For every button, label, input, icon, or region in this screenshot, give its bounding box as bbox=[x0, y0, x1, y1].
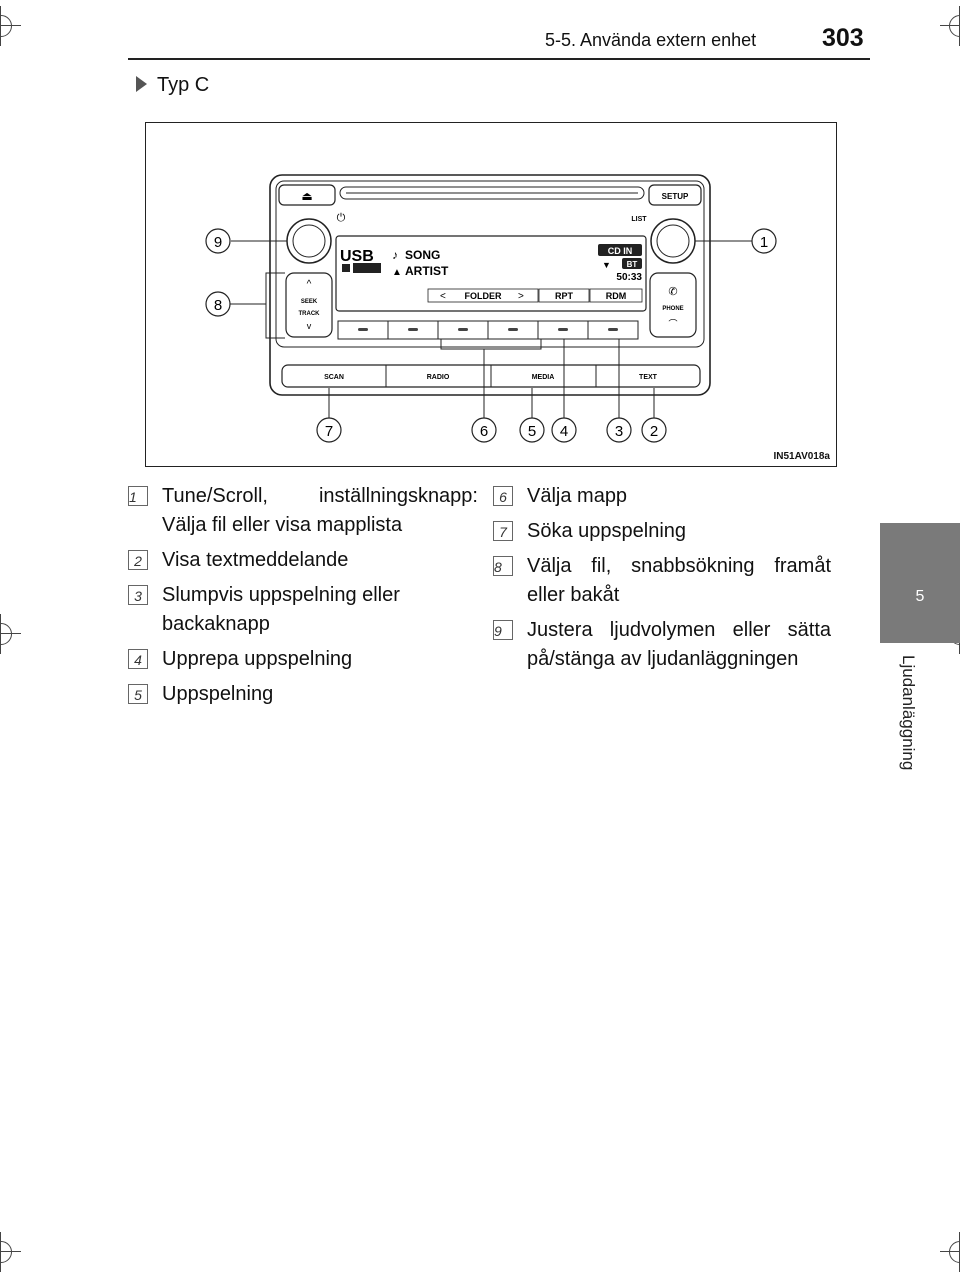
item-text: Slumpvis uppspelning eller backaknapp bbox=[162, 584, 400, 635]
type-heading: Typ C bbox=[136, 74, 209, 97]
legend-right: 6 Välja mapp 7 Söka uppspelning 8 Välja fil… bbox=[493, 482, 831, 680]
callout-8: 8 bbox=[214, 297, 222, 314]
item-number: 4 bbox=[128, 649, 148, 669]
seek-down-icon: v bbox=[307, 321, 312, 331]
item-number: 6 bbox=[493, 486, 513, 506]
list-item: 9 Justera ljudvolymen eller sätta på/stän… bbox=[493, 616, 831, 674]
callout-6: 6 bbox=[480, 423, 488, 440]
list-item: 6 Välja mapp bbox=[493, 482, 831, 511]
list-item: 2 Visa textmeddelande bbox=[128, 546, 478, 575]
callout-3: 3 bbox=[615, 423, 623, 440]
item-text: Uppspelning bbox=[162, 683, 274, 705]
display-artist: ARTIST bbox=[405, 264, 449, 278]
item-text: Upprepa uppspelning bbox=[162, 648, 353, 670]
crop-mark bbox=[0, 614, 21, 654]
callout-4: 4 bbox=[560, 423, 568, 440]
callout-1: 1 bbox=[760, 234, 768, 251]
item-number: 9 bbox=[493, 620, 513, 640]
header-rule bbox=[128, 58, 870, 60]
list-item: 1 Tune/Scroll, inställningsknapp: Välja f… bbox=[128, 482, 478, 540]
callout-7: 7 bbox=[325, 423, 333, 440]
folder-prev-icon: < bbox=[440, 291, 446, 302]
chapter-number: 5 bbox=[915, 588, 925, 605]
legend-left: 1 Tune/Scroll, inställningsknapp: Välja f… bbox=[128, 482, 478, 715]
section-title: 5-5. Använda extern enhet bbox=[545, 30, 757, 50]
text-label: TEXT bbox=[639, 374, 658, 381]
seek-up-icon: ^ bbox=[307, 279, 312, 290]
rdm-label: RDM bbox=[606, 291, 627, 301]
list-item: 3 Slumpvis uppspelning eller backaknapp bbox=[128, 581, 478, 639]
phone-label: PHONE bbox=[662, 306, 683, 312]
cd-in-indicator: CD IN bbox=[608, 246, 633, 256]
list-label: LIST bbox=[631, 216, 647, 223]
item-text: Visa textmeddelande bbox=[162, 549, 349, 571]
item-number: 8 bbox=[493, 556, 513, 576]
list-item: 4 Upprepa uppspelning bbox=[128, 645, 478, 674]
signal-icon: ▼ bbox=[602, 260, 611, 270]
list-item: 5 Uppspelning bbox=[128, 680, 478, 709]
bt-indicator: BT bbox=[627, 260, 638, 269]
folder-next-icon: > bbox=[518, 291, 524, 302]
item-text: Tune/Scroll, inställningsknapp: Välja fi… bbox=[162, 485, 478, 536]
eject-icon: ⏏ bbox=[301, 189, 312, 203]
list-item: 7 Söka uppspelning bbox=[493, 517, 831, 546]
person-icon: ▲ bbox=[392, 267, 402, 278]
usb-icon bbox=[342, 264, 350, 272]
crop-mark bbox=[940, 6, 960, 46]
callout-9: 9 bbox=[214, 234, 222, 251]
page-number: 303 bbox=[822, 24, 864, 52]
power-icon: ⏻ bbox=[337, 212, 346, 224]
phone-answer-icon: ✆ bbox=[668, 286, 677, 298]
rpt-label: RPT bbox=[555, 291, 574, 301]
chapter-tab: 5 bbox=[880, 523, 960, 643]
display-source: USB bbox=[340, 248, 374, 265]
item-number: 5 bbox=[128, 684, 148, 704]
callout-2: 2 bbox=[650, 423, 658, 440]
figure-code: IN51AV018a bbox=[773, 451, 830, 462]
callout-5: 5 bbox=[528, 423, 536, 440]
music-note-icon: ♪ bbox=[392, 248, 398, 262]
track-label: TRACK bbox=[299, 311, 321, 317]
seek-label: SEEK bbox=[301, 299, 318, 305]
item-number: 1 bbox=[128, 486, 148, 506]
phone-hangup-icon: ⌒ bbox=[668, 319, 677, 329]
chapter-label: Ljudanläggning bbox=[899, 655, 918, 771]
item-text: Justera ljudvolymen eller sätta på/stäng… bbox=[527, 619, 831, 670]
scan-label: SCAN bbox=[324, 374, 344, 381]
setup-label: SETUP bbox=[662, 192, 689, 201]
crop-mark bbox=[0, 6, 21, 46]
crop-mark bbox=[940, 1232, 960, 1272]
radio-unit-illustration: ⏏ SETUP ⏻ LIST USB ♪ SONG ▲ ARTIST CD IN… bbox=[205, 174, 777, 443]
crop-mark bbox=[0, 1232, 21, 1272]
media-label: MEDIA bbox=[532, 374, 555, 381]
radio-unit-figure: ⏏ SETUP ⏻ LIST USB ♪ SONG ▲ ARTIST CD IN… bbox=[145, 122, 837, 467]
item-text: Välja fil, snabbsökning framåt eller bak… bbox=[527, 555, 831, 606]
type-heading-text: Typ C bbox=[157, 74, 210, 96]
item-number: 7 bbox=[493, 521, 513, 541]
item-text: Välja mapp bbox=[527, 485, 628, 507]
triangle-bullet-icon bbox=[136, 76, 147, 92]
item-text: Söka uppspelning bbox=[527, 520, 687, 542]
list-item: 8 Välja fil, snabbsökning framåt eller ba… bbox=[493, 552, 831, 610]
folder-label: FOLDER bbox=[465, 291, 502, 301]
item-number: 2 bbox=[128, 550, 148, 570]
display-song: SONG bbox=[405, 248, 440, 262]
radio-label: RADIO bbox=[427, 374, 450, 381]
item-number: 3 bbox=[128, 585, 148, 605]
display-time: 50:33 bbox=[616, 272, 642, 283]
